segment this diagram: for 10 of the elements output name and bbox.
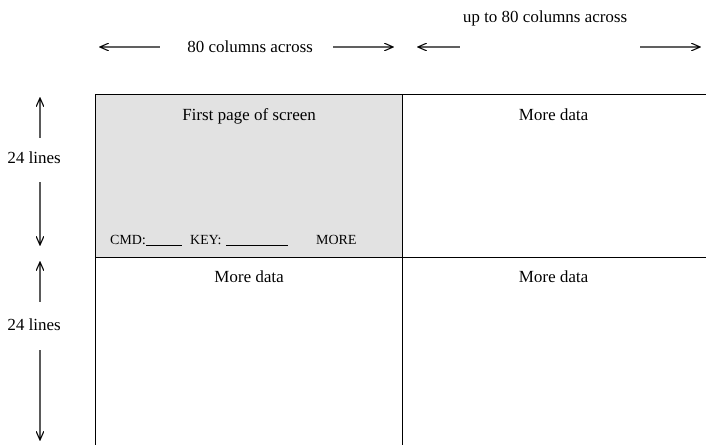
shaded-screen-page xyxy=(95,94,403,258)
page-heading: More data xyxy=(518,267,590,287)
field-label: MORE xyxy=(316,233,356,249)
page-heading: More data xyxy=(518,105,590,125)
field-label: CMD: xyxy=(110,233,146,249)
screen-page xyxy=(401,94,706,258)
page-heading: More data xyxy=(213,267,285,287)
screen-page xyxy=(95,257,403,445)
page-heading: First page of screen xyxy=(181,105,317,125)
field-label: KEY: xyxy=(190,233,222,249)
